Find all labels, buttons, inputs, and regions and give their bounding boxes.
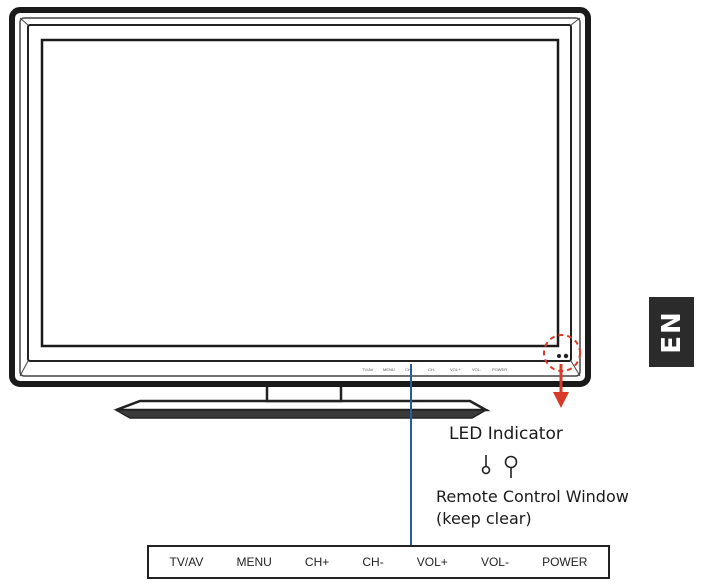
panel-label-0: TV/AV: [362, 367, 374, 372]
panel-label-2: CH+: [405, 367, 414, 372]
control-button-strip: TV/AV MENU CH+ CH- VOL+ VOL- POWER: [147, 545, 610, 579]
button-label-vol-up: VOL+: [416, 555, 448, 569]
tv-body: [9, 7, 591, 387]
led-indicator-label: LED Indicator: [449, 424, 563, 444]
remote-window-note: (keep clear): [436, 509, 532, 528]
button-label-ch-down: CH-: [362, 555, 384, 569]
remote-window-label: Remote Control Window: [436, 487, 629, 506]
language-tab-label: EN: [656, 310, 687, 354]
sensor-window-icon: [504, 455, 518, 478]
panel-label-3: CH-: [428, 367, 436, 372]
panel-label-1: MENU: [383, 367, 395, 372]
panel-label-4: VOL+: [450, 367, 461, 372]
button-label-menu: MENU: [236, 555, 272, 569]
button-label-tv-av: TV/AV: [169, 555, 204, 569]
button-label-power: POWER: [542, 555, 588, 569]
tv-stand: [113, 381, 491, 419]
language-tab: EN: [649, 297, 694, 367]
panel-button-labels: TV/AV MENU CH+ CH- VOL+ VOL- POWER: [362, 367, 507, 372]
button-label-vol-down: VOL-: [480, 555, 509, 569]
panel-label-6: POWER: [492, 367, 507, 372]
button-label-ch-up: CH+: [304, 555, 330, 569]
panel-label-5: VOL-: [472, 367, 482, 372]
led-bulb-icon: [481, 455, 491, 475]
tv-screen: [40, 38, 560, 348]
indicator-arrow: [553, 364, 569, 408]
